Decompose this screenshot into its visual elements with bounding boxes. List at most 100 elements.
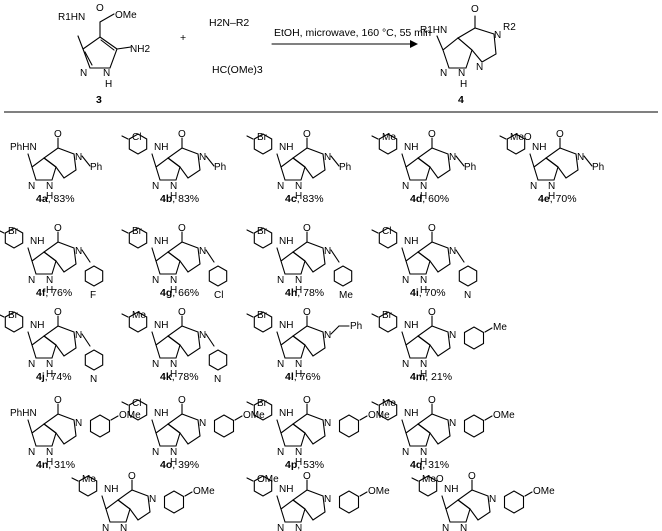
reactant-ome: OMe [115, 10, 137, 21]
aniline-ring [253, 475, 273, 497]
benzyl-substituent: Cl [214, 290, 223, 301]
nh-linker: NH [154, 320, 168, 331]
n-aryl-substituent: OMe [533, 486, 555, 497]
carbonyl-oxygen: O [54, 395, 62, 406]
pyrimidinone-ring [545, 147, 579, 179]
aniline-ring [253, 399, 273, 421]
pyrazole-ring [405, 423, 431, 447]
pyrimidinone-ring [292, 241, 326, 273]
benzyl-ring [458, 265, 478, 287]
compound-caption: 4i, 70% [410, 287, 446, 299]
n2-atom: N [46, 275, 53, 286]
aniline-substituent: Br [257, 132, 268, 143]
pyrimidinone-ring [167, 325, 201, 357]
compound-yield: 70% [425, 287, 446, 299]
caption-separator: , [297, 193, 303, 205]
n5-atom: N [75, 152, 82, 163]
nh-linker: NH [279, 484, 293, 495]
pyrimidinone-ring [292, 147, 326, 179]
aniline-substituent: Me [382, 398, 396, 409]
benzyl-phenyl: Ph [464, 162, 476, 173]
n2-atom: N [295, 359, 302, 370]
carbonyl-oxygen: O [178, 395, 186, 406]
aniline-ring [506, 133, 526, 155]
aniline-substituent: Br [257, 398, 268, 409]
caption-separator: , [172, 287, 178, 299]
compound-label: 4m [410, 371, 425, 383]
n1-atom: N [152, 275, 159, 286]
carbonyl-oxygen: O [54, 129, 62, 140]
nh-linker: NH [30, 236, 44, 247]
n5-atom: N [324, 152, 331, 163]
aniline-substituent: MeO [422, 474, 444, 485]
aniline-substituent: Me [82, 474, 96, 485]
carbonyl-oxygen: O [54, 223, 62, 234]
n5-atom: N [199, 152, 206, 163]
reactant-carbonyl-o: O [96, 3, 104, 14]
carbonyl-oxygen: O [428, 307, 436, 318]
n5-atom: N [449, 330, 456, 341]
compound-yield: 83% [54, 193, 75, 205]
n-aryl-substituent: OMe [368, 410, 390, 421]
aniline-substituent: OMe [257, 474, 279, 485]
n1-atom: N [402, 181, 409, 192]
aniline-ring [378, 311, 398, 333]
pyrazole-ring [280, 157, 306, 181]
n2-atom: N [295, 447, 302, 458]
nh-linker: NH [404, 408, 418, 419]
n-aryl-ring [503, 490, 525, 514]
aniline-ring [4, 311, 24, 333]
compound-caption: 4n, 31% [36, 459, 75, 471]
n2-atom: N [420, 275, 427, 286]
caption-separator: , [294, 371, 300, 383]
n1-atom: N [402, 359, 409, 370]
compound-caption: 4c, 83% [285, 193, 324, 205]
pyrimidinone-ring [417, 413, 451, 445]
benzyl-substituent: Me [339, 290, 353, 301]
caption-separator: , [425, 371, 431, 383]
aniline-ring [78, 475, 98, 497]
n2-atom: N [46, 447, 53, 458]
compound-caption: 4d, 60% [410, 193, 449, 205]
product-r1hn: R1HN [420, 25, 447, 36]
aniline-substituent: Cl [132, 398, 141, 409]
caption-separator: , [45, 371, 51, 383]
pyrazole-ring [31, 157, 57, 181]
compound-label: 4e [538, 193, 550, 205]
carbonyl-oxygen: O [428, 223, 436, 234]
nh-linker: NH [404, 236, 418, 247]
compound-caption: 4l, 76% [285, 371, 321, 383]
compound-caption: 4g, 66% [160, 287, 199, 299]
aniline-substituent: Br [8, 226, 19, 237]
pyrazole-ring [280, 499, 306, 523]
reaction-arrow [271, 40, 418, 48]
caption-separator: , [422, 459, 428, 471]
benzyl-substituent: N [214, 374, 221, 385]
n2-atom: N [420, 181, 427, 192]
product-carbonyl-o: O [471, 4, 479, 15]
carbonyl-oxygen: O [556, 129, 564, 140]
n-aryl-ring [163, 490, 185, 514]
pyrimidinone-ring [43, 241, 77, 273]
compound-label: 4q [410, 459, 422, 471]
pyrimidinone-ring [167, 241, 201, 273]
nh-hydrogen: H [295, 369, 302, 380]
n1-atom: N [152, 181, 159, 192]
n5-atom: N [75, 246, 82, 257]
reaction-conditions: EtOH, microwave, 160 °C, 55 min [274, 27, 431, 39]
compound-4t: ONNNHNHMeOOMe4t, 27% [411, 471, 555, 531]
n1-atom: N [277, 181, 284, 192]
compound-caption: 4q, 31% [410, 459, 449, 471]
nh-linker: NH [404, 320, 418, 331]
product-r2: R2 [503, 22, 516, 33]
aniline-ring [378, 227, 398, 249]
aniline-substituent: Me [382, 132, 396, 143]
compound-yield: 76% [51, 287, 72, 299]
